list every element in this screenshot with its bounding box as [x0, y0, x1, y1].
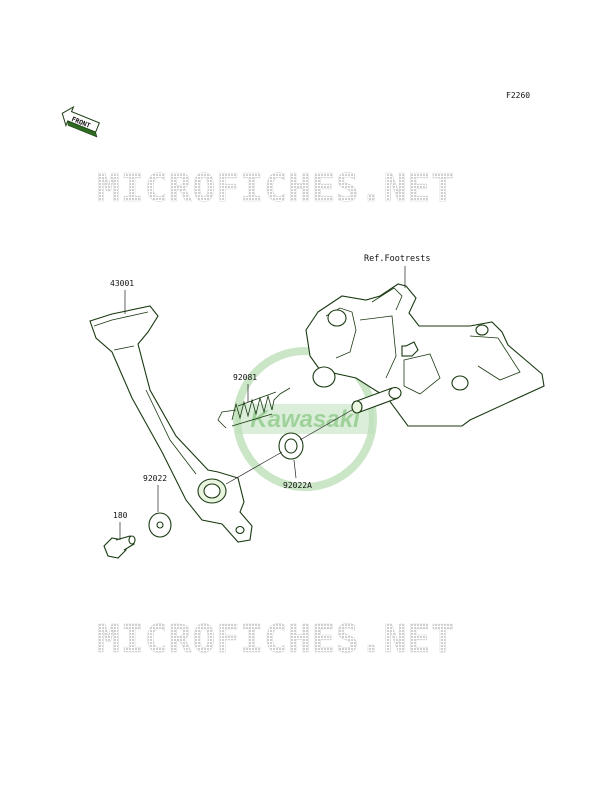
part-label-180: 180 [113, 511, 128, 520]
washer-92022a [278, 432, 304, 460]
logo-text: Kawasaki [250, 406, 361, 433]
reference-label: Ref.Footrests [364, 254, 431, 264]
washer-92022 [148, 512, 172, 538]
leader-92022a [293, 459, 297, 479]
kawasaki-logo: Kawasaki [233, 347, 377, 491]
assembly-centerline [225, 409, 353, 485]
part-label-92022a: 92022A [283, 481, 312, 490]
part-label-92022: 92022 [143, 474, 167, 483]
part-label-43001: 43001 [110, 279, 134, 288]
watermark-bottom: MICROFICHES.NET [97, 617, 455, 661]
front-arrow-icon: FRONT [61, 105, 101, 138]
watermark-top: MICROFICHES.NET [97, 166, 455, 210]
figure-code: F2260 [506, 91, 530, 100]
footrest-bracket [305, 283, 545, 427]
pivot-shaft [351, 341, 419, 414]
bolt-180 [103, 535, 136, 559]
part-label-92081: 92081 [233, 373, 257, 382]
brake-pedal-43001 [89, 305, 253, 543]
return-spring-92081 [217, 387, 291, 429]
